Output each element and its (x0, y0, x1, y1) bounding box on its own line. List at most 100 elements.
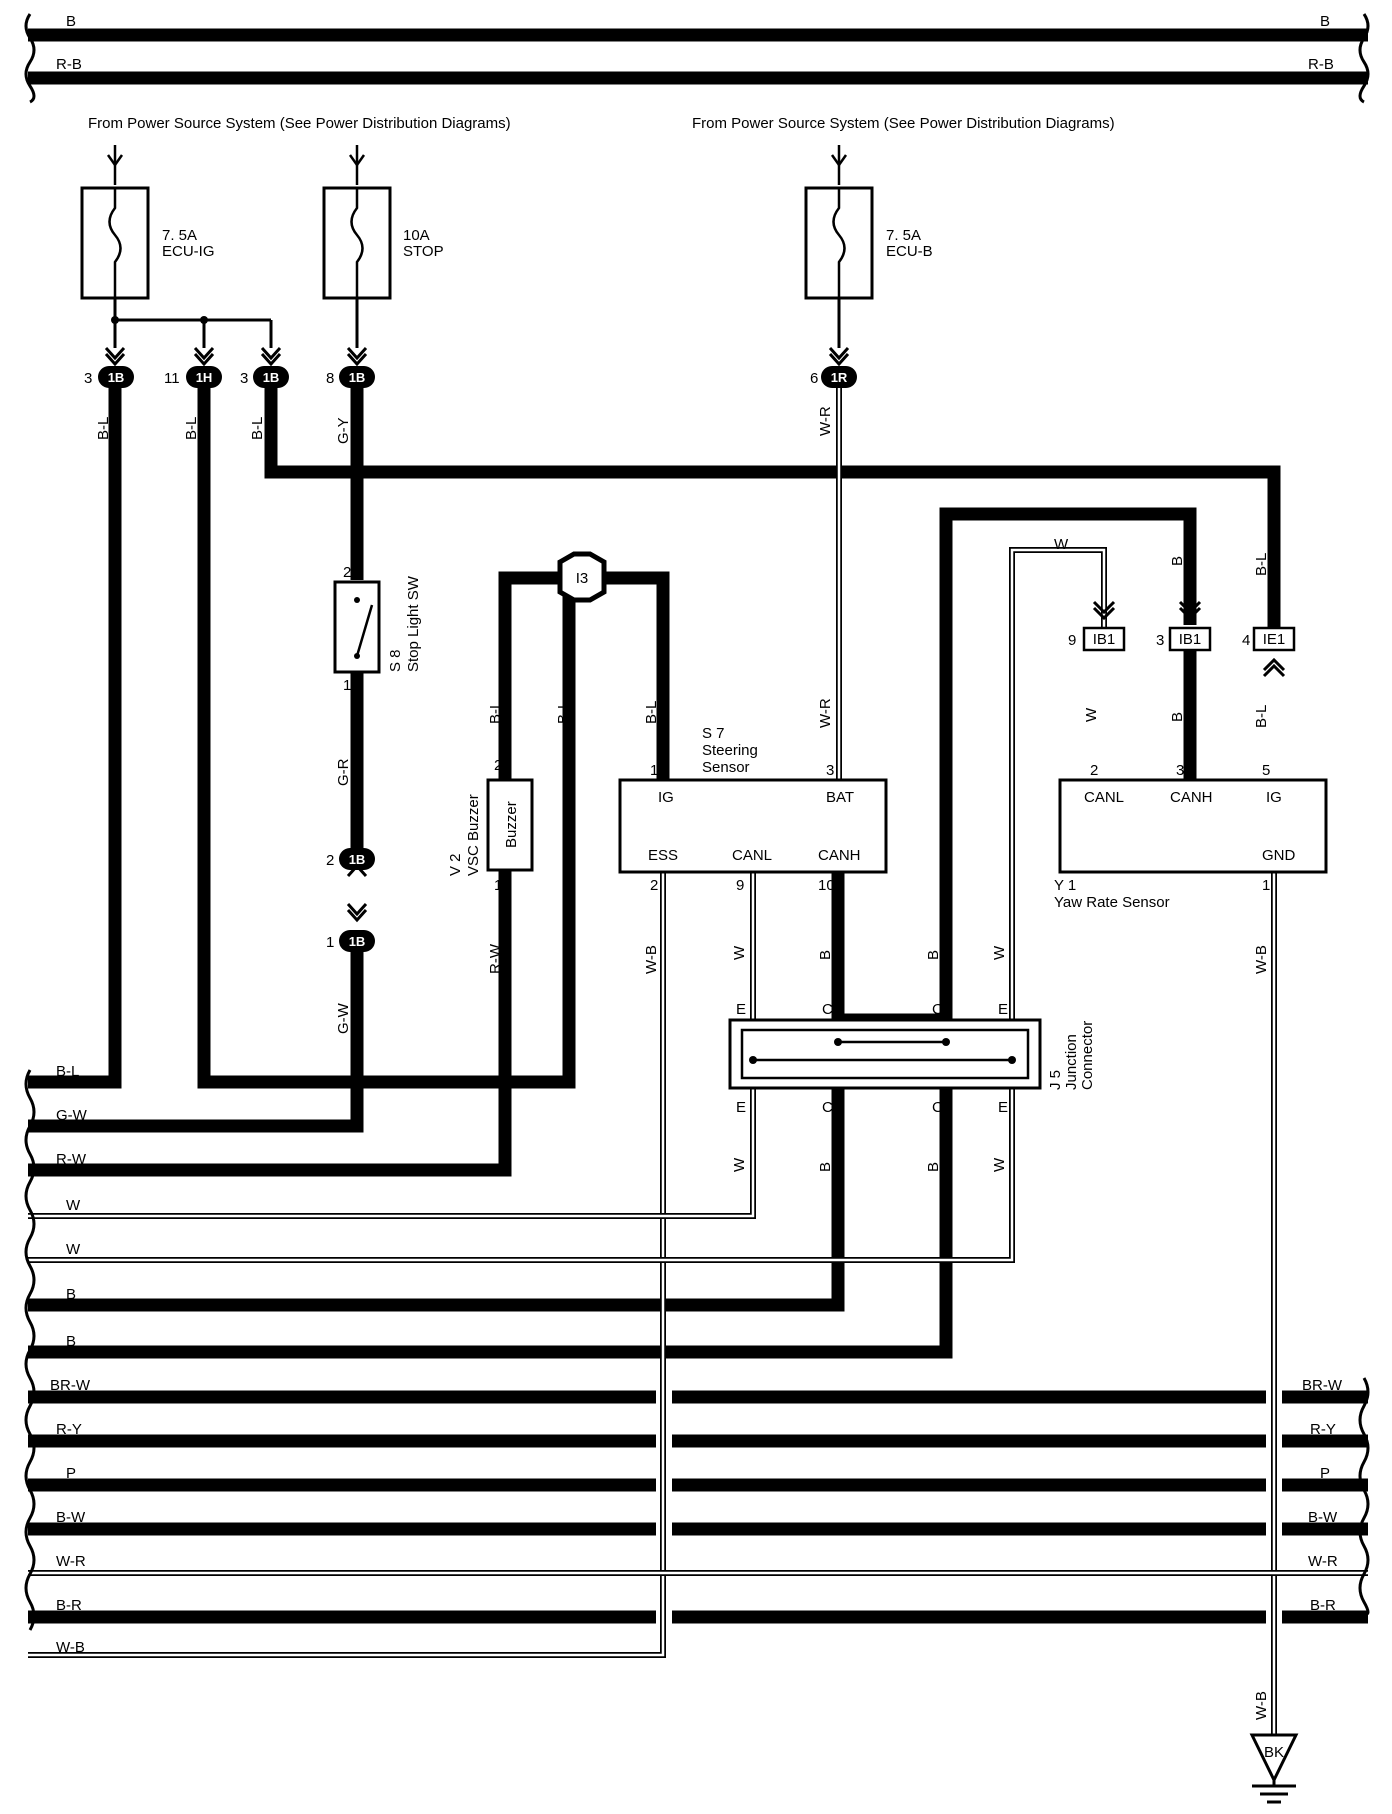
junction-name: Connector (1079, 1021, 1096, 1090)
wire-color: W (991, 945, 1008, 960)
junction-pin: C (932, 1099, 943, 1116)
bus-label: B (66, 13, 76, 30)
bus-label: G-W (56, 1107, 88, 1124)
thin-wires (28, 378, 1277, 1735)
junction-pin: E (736, 1099, 746, 1116)
connector-id: 1B (349, 370, 366, 385)
bus-label: R-Y (56, 1421, 82, 1438)
wire-bl-3 (264, 378, 1281, 650)
terminal-pin: 1 (1262, 877, 1270, 894)
connector-ib1-a: IB1 9 (1068, 600, 1126, 652)
bus-label: BR-W (50, 1377, 91, 1394)
bus-label: W (66, 1241, 81, 1258)
terminal-pin: 1 (650, 762, 658, 779)
connector-pin: 2 (326, 852, 334, 869)
connector-pin: 6 (810, 370, 818, 387)
connector-pin: 4 (1242, 632, 1250, 649)
wire-color: W-B (1253, 945, 1270, 974)
steering-sensor: IG BAT ESS CANL CANH 1 3 2 9 10 S 7 Stee… (618, 725, 888, 894)
junction-name: Junction (1063, 1034, 1080, 1090)
connector-id: IB1 (1179, 631, 1202, 648)
wire-color: B (925, 950, 942, 960)
wire-color: B (1169, 712, 1186, 722)
splice-dot (200, 316, 208, 324)
thick-wires (28, 378, 1281, 1359)
terminal-label: GND (1262, 847, 1296, 864)
wire-color: W-R (817, 406, 834, 436)
switch-code: S 8 (387, 649, 404, 672)
power-source-label: From Power Source System (See Power Dist… (692, 115, 1115, 132)
wire-gw (28, 952, 364, 1133)
terminal-label: BAT (826, 789, 854, 806)
top-bus: B B R-B R-B (24, 13, 1370, 104)
terminal-pin: 2 (1090, 762, 1098, 779)
connector-pin: 9 (1068, 632, 1076, 649)
wire-bl-2 (197, 378, 576, 1089)
connector-pin: 3 (84, 370, 92, 387)
wire-color: W (731, 1157, 748, 1172)
junction-pin: C (932, 1001, 943, 1018)
component-name: Sensor (702, 759, 750, 776)
bus-label: W-R (1308, 1553, 1338, 1570)
terminal-pin: 3 (826, 762, 834, 779)
junction-pin: E (998, 1001, 1008, 1018)
connector-1b-3: 1B 8 (326, 366, 375, 388)
connector-chevrons (104, 346, 850, 367)
fuse-name: ECU-IG (162, 243, 215, 260)
connector-1b-4: 1B 2 (326, 848, 375, 878)
buzzer-pin: 2 (494, 757, 502, 774)
wire-break-right (1358, 1377, 1370, 1616)
wire-color: B-L (1253, 553, 1270, 576)
connector-pin: 8 (326, 370, 334, 387)
wire-color: B (925, 1162, 942, 1172)
ground-symbol: BK (1249, 1733, 1299, 1804)
wire-color: G-W (335, 1002, 352, 1034)
bus-label: R-B (1308, 56, 1334, 73)
junction-i3: I3 (557, 551, 607, 603)
wire-color: W (991, 1157, 1008, 1172)
fuse-name: ECU-B (886, 243, 933, 260)
bus-label: B-R (56, 1597, 82, 1614)
component-code: S 7 (702, 725, 725, 742)
wire-break-left (24, 13, 36, 104)
stop-light-switch: 2 1 S 8 Stop Light SW (333, 564, 422, 694)
wire-color-labels: B-L B-L B-L G-Y W-R G-R G-W B-L B-L B-L … (95, 406, 1270, 1720)
terminal-label: CANL (1084, 789, 1124, 806)
connector-ib1-b: IB1 3 (1156, 600, 1212, 652)
buzzer-pin: 1 (494, 877, 502, 894)
terminal-pin: 2 (650, 877, 658, 894)
connector-1b: 1B 3 (84, 366, 134, 388)
junction-pin: E (998, 1099, 1008, 1116)
terminal-pin: 3 (1176, 762, 1184, 779)
wire-color: W-B (1253, 1691, 1270, 1720)
bus-label: P (1320, 1465, 1330, 1482)
wire-rw (28, 868, 512, 1177)
component-name: Steering (702, 742, 758, 759)
terminal-pin: 10 (818, 877, 835, 894)
connector-pin: 1 (326, 934, 334, 951)
bus-label: B (66, 1333, 76, 1350)
connector-id: 1R (831, 370, 848, 385)
ground-label: BK (1264, 1744, 1284, 1761)
bottom-bus: BR-W BR-W R-Y R-Y P P B-W B-W W-R W-R B-… (24, 1069, 1370, 1656)
fuse-stop: 10A STOP (322, 186, 444, 300)
connector-id: 1B (108, 370, 125, 385)
bus-label: B-W (56, 1509, 86, 1526)
wire-color: W (1054, 536, 1069, 553)
wire-color: W (731, 945, 748, 960)
bus-label: B (66, 1286, 76, 1303)
bus-label: R-Y (1310, 1421, 1336, 1438)
bus-label: P (66, 1465, 76, 1482)
wire-color: W-R (817, 698, 834, 728)
buzzer-label: Buzzer (503, 801, 520, 848)
connector-1b-5: 1B 1 (326, 902, 375, 952)
connector-id: 1B (263, 370, 280, 385)
junction-code: J 5 (1047, 1070, 1064, 1090)
wire-break-right (1358, 13, 1370, 104)
wire-b-canh-loop (28, 507, 1197, 1359)
left-bus-labels: B-L G-W R-W W W B B (56, 1063, 88, 1350)
yaw-rate-sensor: CANL CANH IG GND 2 3 5 1 Y 1 Yaw Rate Se… (1054, 762, 1328, 911)
bus-label: B-L (56, 1063, 79, 1080)
component-name: Yaw Rate Sensor (1054, 894, 1170, 911)
wire-bl-buzzer (498, 571, 569, 780)
